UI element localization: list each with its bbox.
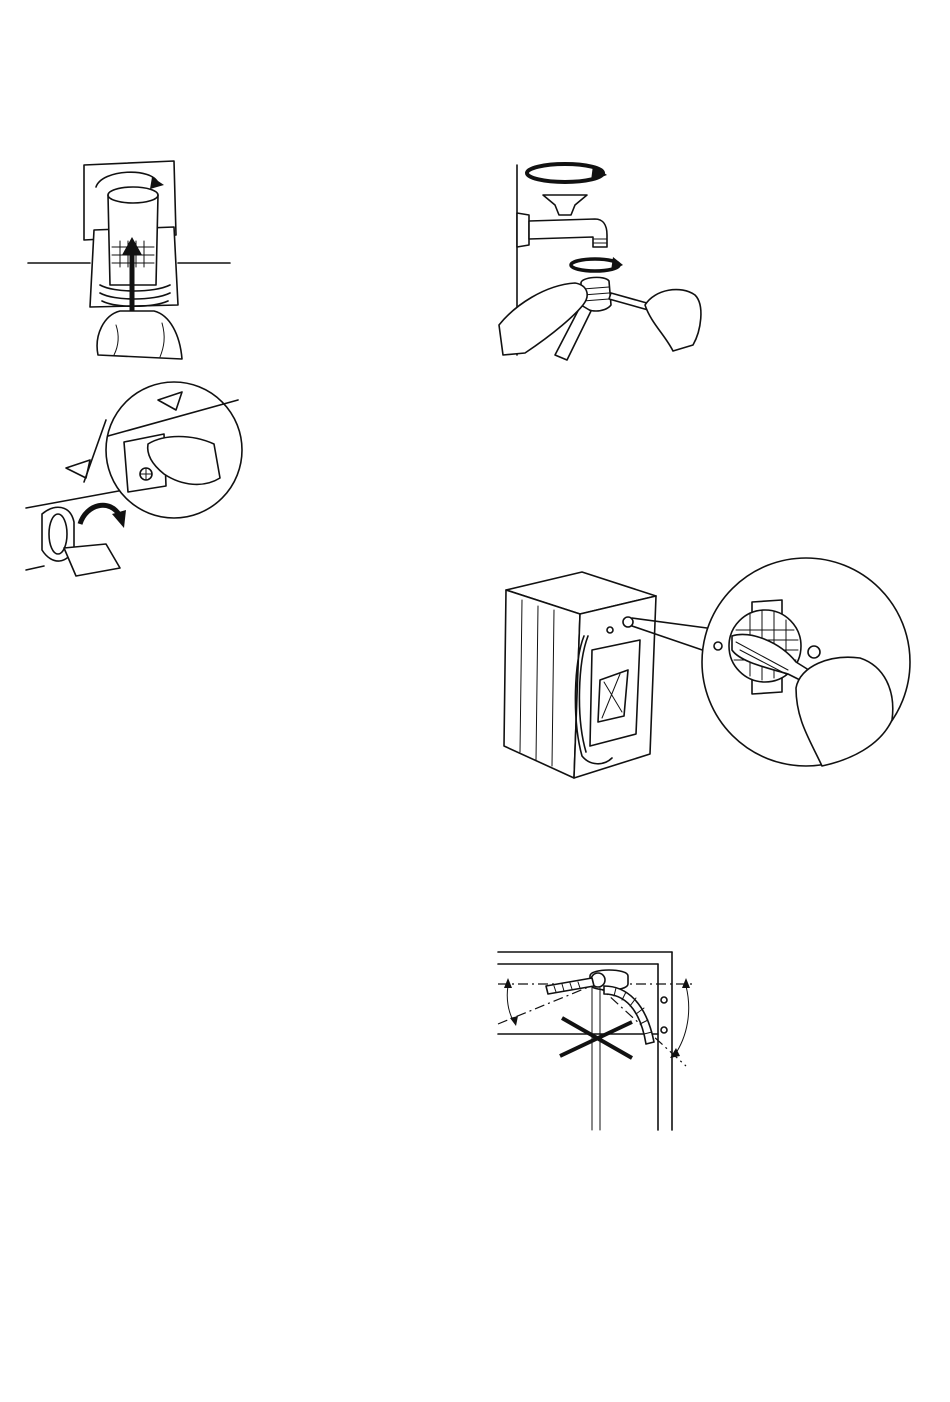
water-tap-icon bbox=[495, 155, 710, 360]
rear-inlet-filter-figure bbox=[500, 570, 910, 780]
inlet-hose-angle-figure bbox=[496, 946, 706, 1130]
pump-cover-opening-figure bbox=[24, 378, 239, 580]
pump-filter-removal-figure bbox=[24, 155, 234, 365]
washing-machine-icon bbox=[500, 570, 910, 780]
pump-cover-icon bbox=[24, 378, 239, 580]
tap-inlet-filter-figure bbox=[495, 155, 710, 360]
pump-filter-icon bbox=[24, 155, 234, 365]
hose-angle-icon bbox=[496, 946, 706, 1130]
